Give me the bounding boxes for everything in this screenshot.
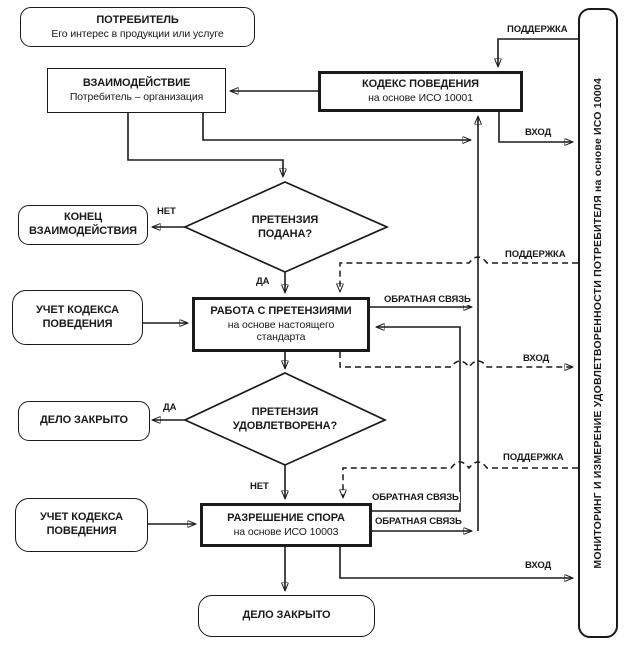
- node-complaints-handling-title: РАБОТА С ПРЕТЕНЗИЯМИ: [210, 305, 352, 318]
- node-code-of-conduct-subtitle: на основе ИСО 10001: [368, 92, 473, 105]
- label-satisfied-yes: ДА: [162, 402, 178, 413]
- node-code-of-conduct: КОДЕКС ПОВЕДЕНИЯ на основе ИСО 10001: [318, 71, 523, 112]
- label-claim-yes: ДА: [255, 276, 271, 287]
- decision-claim-satisfied-label: ПРЕТЕНЗИЯ УДОВЛЕТВОРЕНА?: [232, 406, 338, 433]
- node-code-record-bottom-title: УЧЕТ КОДЕКСА ПОВЕДЕНИЯ: [40, 511, 123, 537]
- label-support-mid: ПОДДЕРЖКА: [504, 249, 567, 260]
- edge-input-top: [498, 112, 572, 142]
- node-dispute-resolution: РАЗРЕШЕНИЕ СПОРА на основе ИСО 10003: [200, 503, 372, 547]
- decision-claim-satisfied: [182, 372, 388, 466]
- edge-input-bottom: [339, 547, 572, 578]
- edge-support-mid: [340, 256, 578, 291]
- node-code-of-conduct-title: КОДЕКС ПОВЕДЕНИЯ: [362, 78, 479, 91]
- node-dispute-resolution-title: РАЗРЕШЕНИЕ СПОРА: [227, 511, 345, 524]
- node-code-record-top: УЧЕТ КОДЕКСА ПОВЕДЕНИЯ: [12, 290, 143, 345]
- label-claim-no: НЕТ: [156, 206, 177, 217]
- decision-claim-filed-label: ПРЕТЕНЗИЯ ПОДАНА?: [251, 214, 319, 241]
- node-case-closed-bottom: ДЕЛО ЗАКРЫТО: [198, 595, 375, 637]
- node-case-closed-top: ДЕЛО ЗАКРЫТО: [18, 401, 150, 441]
- decision-claim-filed: [182, 181, 390, 273]
- label-satisfied-no: НЕТ: [249, 481, 270, 492]
- node-monitoring-bar-title: МОНИТОРИНГ И ИЗМЕРЕНИЕ УДОВЛЕТВОРЕННОСТИ…: [592, 77, 604, 569]
- node-end-of-interaction: КОНЕЦ ВЗАИМОДЕЙСТВИЯ: [18, 205, 148, 245]
- edge-support-top: [498, 38, 578, 66]
- node-consumer-subtitle: Его интерес в продукции или услуге: [51, 27, 224, 40]
- edge-interaction-to-feedback-line: [202, 113, 470, 140]
- node-interaction-subtitle: Потребитель – организация: [69, 91, 204, 104]
- node-interaction-title: ВЗАИМОДЕЙСТВИЕ: [82, 77, 191, 90]
- label-feedback-dispute-lower: ОБРАТНАЯ СВЯЗЬ: [374, 516, 463, 527]
- label-input-bottom: ВХОД: [524, 560, 553, 571]
- node-code-record-bottom: УЧЕТ КОДЕКСА ПОВЕДЕНИЯ: [15, 498, 148, 552]
- node-consumer: ПОТРЕБИТЕЛЬ Его интерес в продукции или …: [20, 7, 255, 47]
- node-code-record-top-title: УЧЕТ КОДЕКСА ПОВЕДЕНИЯ: [36, 303, 119, 330]
- node-interaction: ВЗАИМОДЕЙСТВИЕ Потребитель – организация: [47, 68, 226, 113]
- label-feedback-dispute-upper: ОБРАТНАЯ СВЯЗЬ: [371, 492, 460, 503]
- label-input-top: ВХОД: [524, 127, 553, 138]
- node-complaints-handling: РАБОТА С ПРЕТЕНЗИЯМИ на основе настоящег…: [192, 297, 370, 352]
- edge-dispute-feedback-to-complaints: [372, 327, 461, 512]
- edge-input-mid: [339, 352, 572, 367]
- label-feedback-complaints: ОБРАТНАЯ СВЯЗЬ: [383, 294, 472, 305]
- node-end-of-interaction-title: КОНЕЦ ВЗАИМОДЕЙСТВИЯ: [29, 211, 137, 237]
- label-support-top: ПОДДЕРЖКА: [506, 24, 569, 35]
- node-dispute-resolution-subtitle: на основе ИСО 10003: [233, 525, 339, 538]
- node-monitoring-bar: МОНИТОРИНГ И ИЗМЕРЕНИЕ УДОВЛЕТВОРЕННОСТИ…: [578, 8, 618, 638]
- edge-interaction-to-claim-filed: [127, 113, 283, 176]
- label-support-bottom: ПОДДЕРЖКА: [502, 452, 565, 463]
- node-case-closed-top-title: ДЕЛО ЗАКРЫТО: [40, 414, 128, 427]
- node-complaints-handling-subtitle: на основе настоящего стандарта: [227, 318, 335, 344]
- label-input-mid: ВХОД: [522, 353, 551, 364]
- edge-support-bottom: [343, 461, 578, 497]
- node-consumer-title: ПОТРЕБИТЕЛЬ: [96, 13, 179, 26]
- node-case-closed-bottom-title: ДЕЛО ЗАКРЫТО: [242, 609, 331, 622]
